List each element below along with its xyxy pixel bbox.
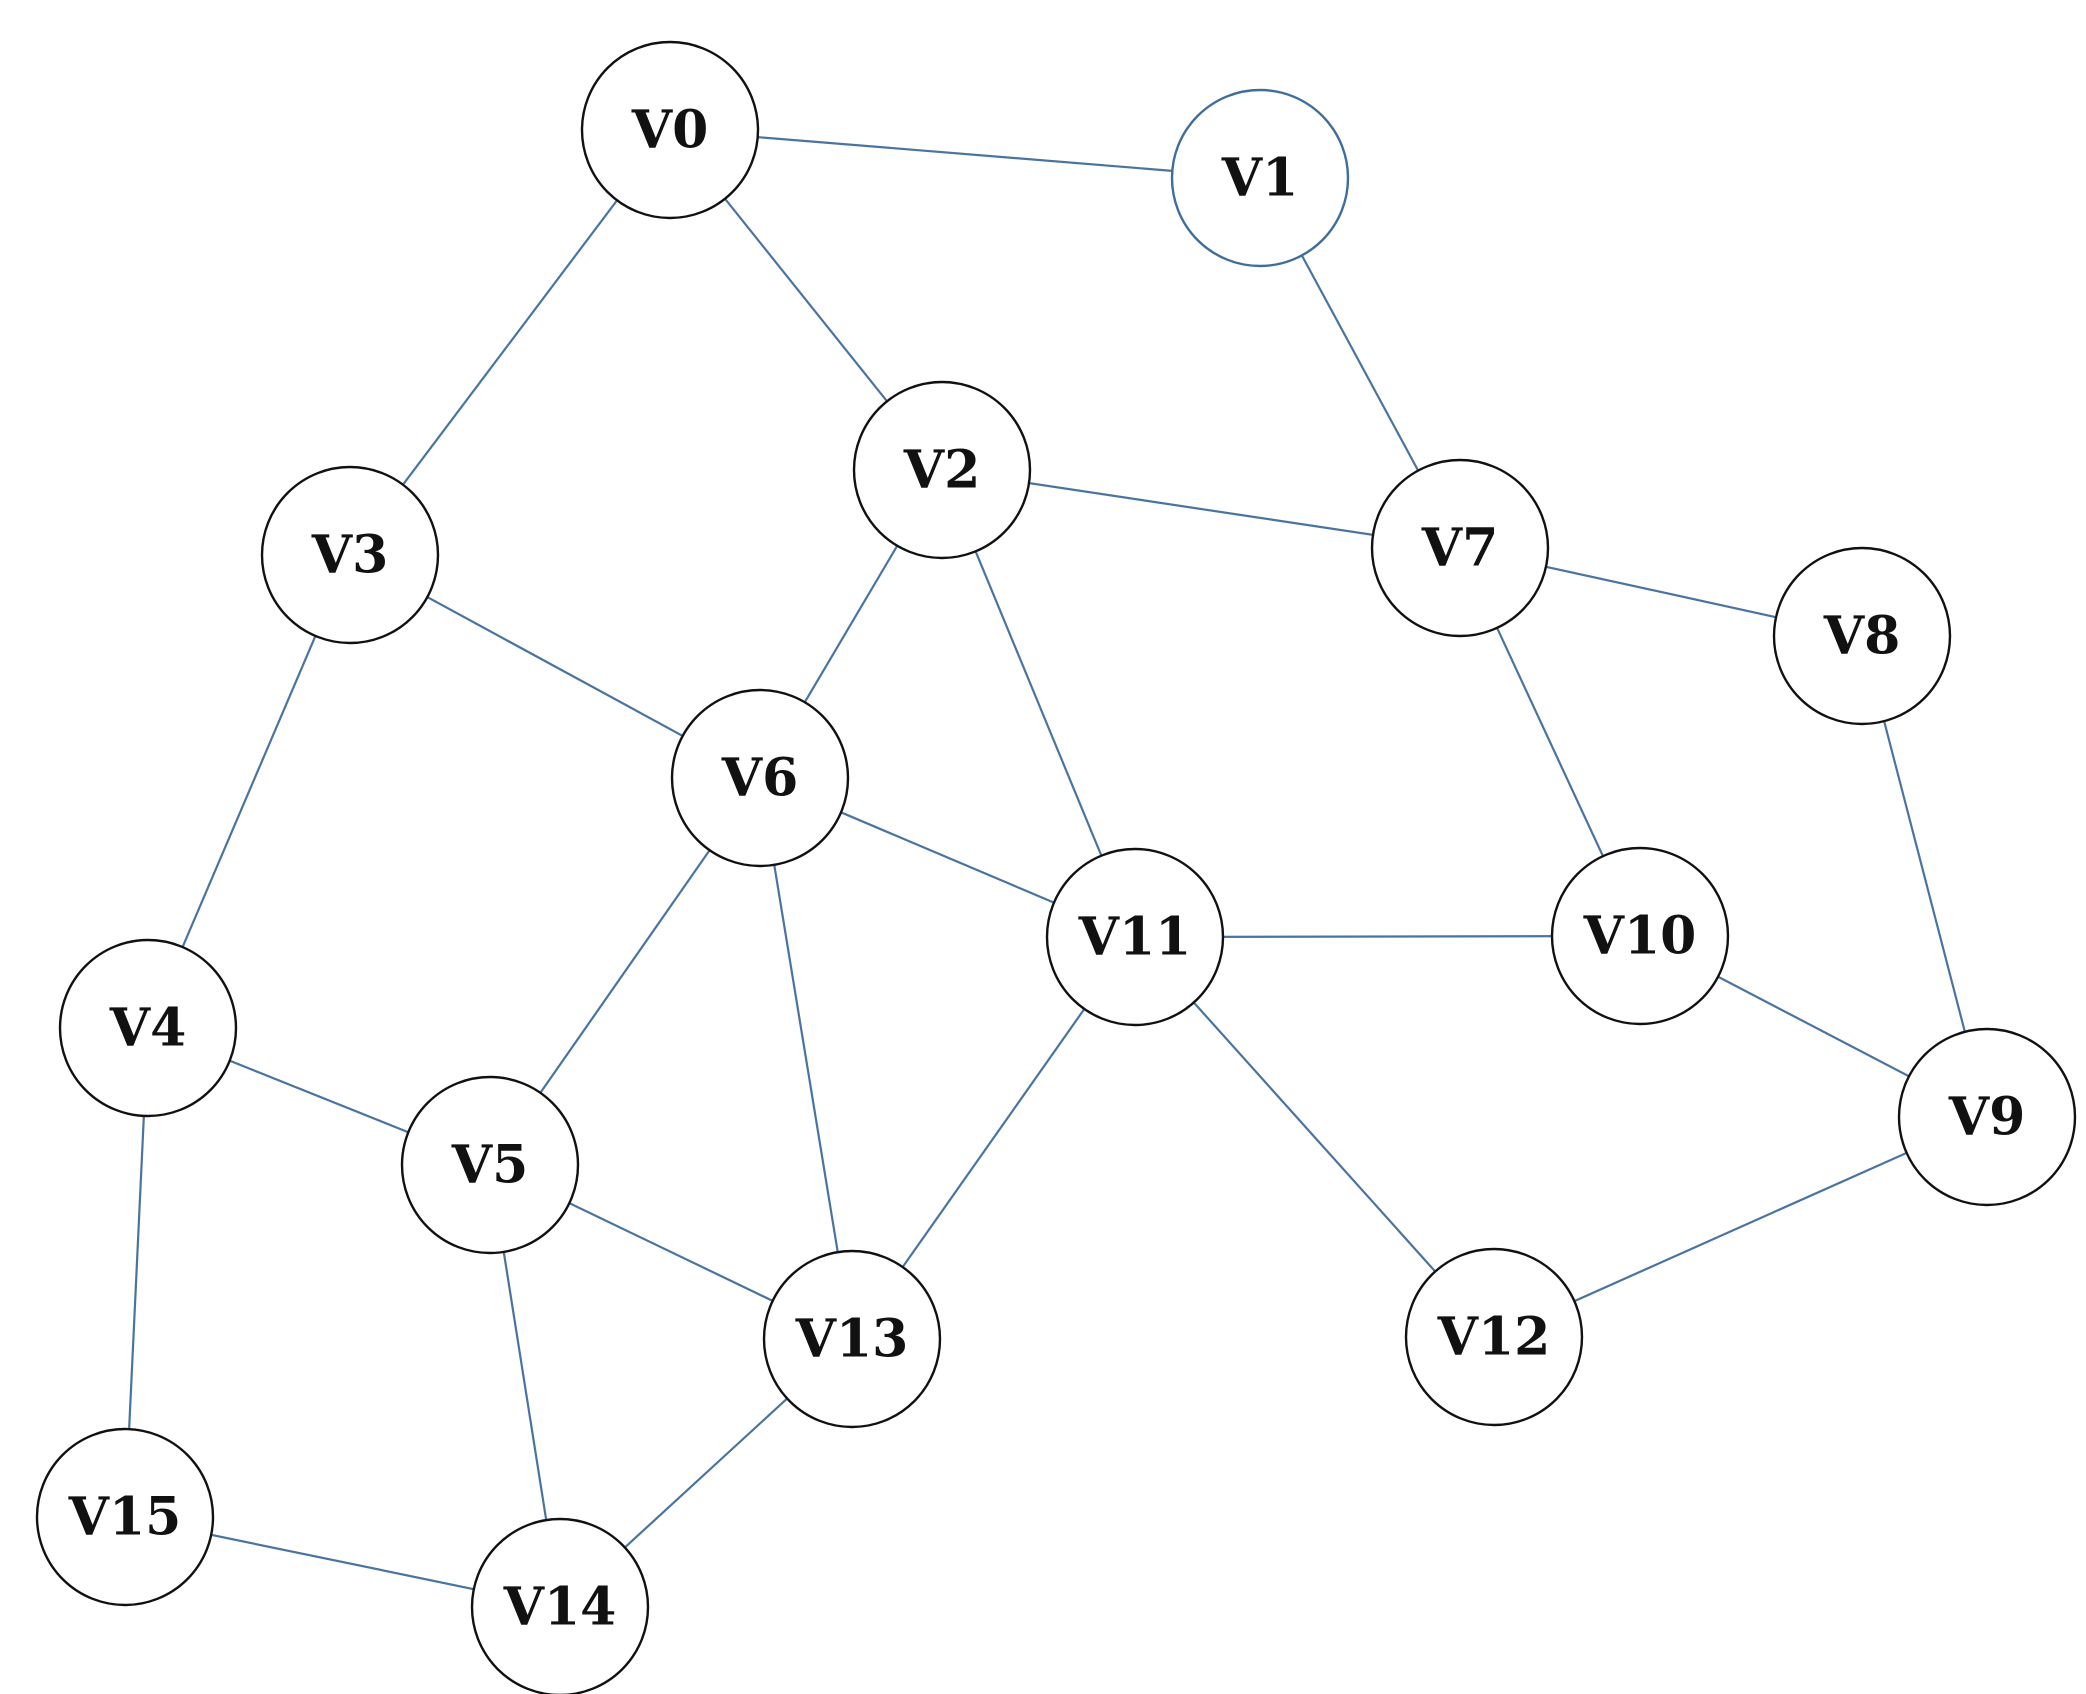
node-v0: V0 bbox=[580, 40, 760, 220]
node-label: V4 bbox=[109, 998, 187, 1059]
node-v8: V8 bbox=[1772, 546, 1952, 726]
node-label: V11 bbox=[1078, 907, 1192, 968]
node-v11: V11 bbox=[1045, 847, 1225, 1027]
node-circle bbox=[762, 1249, 942, 1429]
node-circle bbox=[1550, 846, 1730, 1026]
node-label: V8 bbox=[1823, 606, 1901, 667]
node-circle bbox=[35, 1427, 215, 1607]
node-circle bbox=[852, 380, 1032, 560]
node-v14: V14 bbox=[470, 1517, 650, 1694]
node-v15: V15 bbox=[35, 1427, 215, 1607]
edge-v6-v13 bbox=[758, 777, 854, 1340]
node-label: V5 bbox=[451, 1135, 529, 1196]
node-circle bbox=[470, 1517, 650, 1694]
node-v1: V1 bbox=[1170, 88, 1350, 268]
node-v4: V4 bbox=[58, 938, 238, 1118]
node-label: V6 bbox=[721, 748, 799, 809]
node-circle bbox=[1045, 847, 1225, 1027]
node-circle bbox=[1897, 1027, 2077, 1207]
node-circle bbox=[670, 688, 850, 868]
node-label: V2 bbox=[903, 440, 981, 501]
node-label: V12 bbox=[1437, 1307, 1551, 1368]
node-v3: V3 bbox=[260, 465, 440, 645]
node-v9: V9 bbox=[1897, 1027, 2077, 1207]
node-label: V3 bbox=[311, 525, 389, 586]
node-label: V13 bbox=[795, 1309, 909, 1370]
node-v13: V13 bbox=[762, 1249, 942, 1429]
node-circle bbox=[1404, 1247, 1584, 1427]
node-circle bbox=[58, 938, 238, 1118]
node-v10: V10 bbox=[1550, 846, 1730, 1026]
node-label: V1 bbox=[1221, 148, 1299, 209]
node-label: V9 bbox=[1948, 1087, 2026, 1148]
node-label: V7 bbox=[1421, 518, 1499, 579]
node-v5: V5 bbox=[400, 1075, 580, 1255]
node-circle bbox=[1170, 88, 1350, 268]
node-circle bbox=[1370, 458, 1550, 638]
node-label: V10 bbox=[1583, 906, 1697, 967]
edge-v0-v1 bbox=[669, 128, 1261, 180]
node-label: V0 bbox=[631, 100, 709, 161]
node-v12: V12 bbox=[1404, 1247, 1584, 1427]
edges-layer bbox=[123, 128, 1989, 1609]
node-v2: V2 bbox=[852, 380, 1032, 560]
edge-v9-v12 bbox=[1493, 1115, 1988, 1339]
edge-v11-v12 bbox=[1134, 936, 1495, 1338]
node-label: V14 bbox=[503, 1577, 617, 1638]
node-label: V15 bbox=[68, 1487, 182, 1548]
node-circle bbox=[580, 40, 760, 220]
node-circle bbox=[260, 465, 440, 645]
node-circle bbox=[400, 1075, 580, 1255]
node-v6: V6 bbox=[670, 688, 850, 868]
node-v7: V7 bbox=[1370, 458, 1550, 638]
node-circle bbox=[1772, 546, 1952, 726]
